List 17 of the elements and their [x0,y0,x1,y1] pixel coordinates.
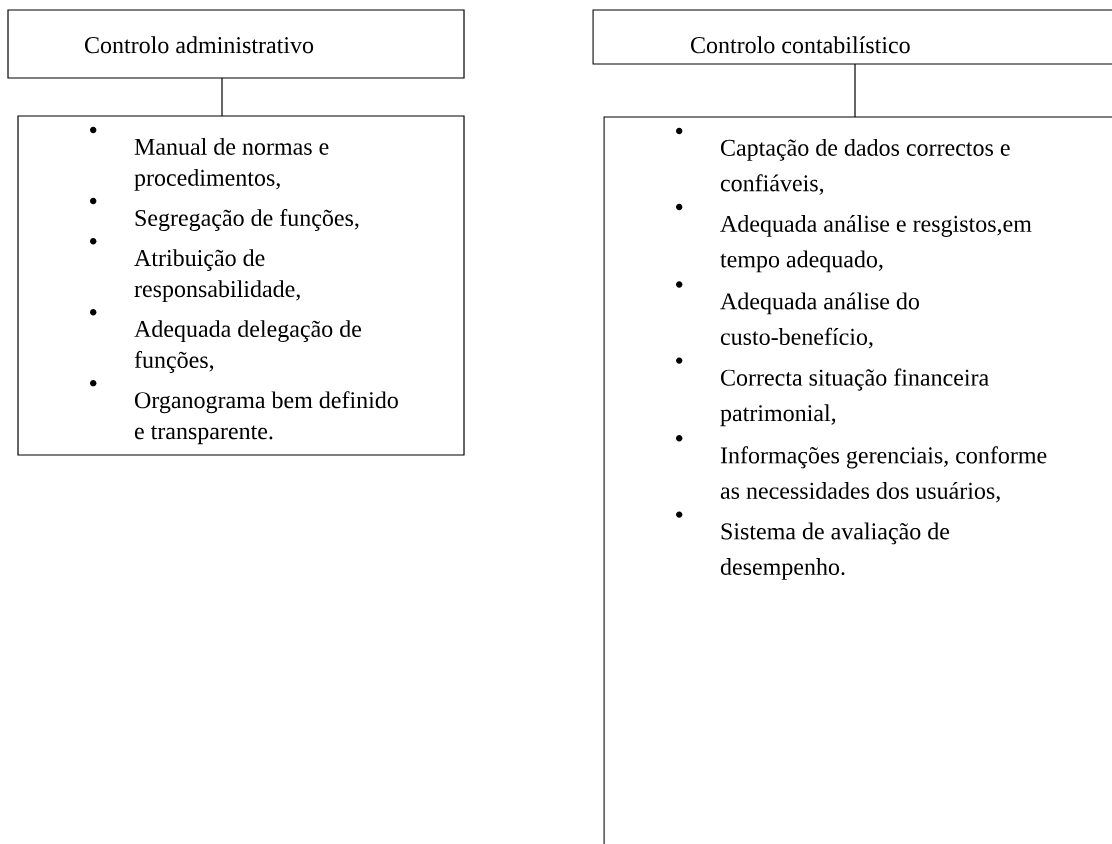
connector-line [854,63,856,118]
list-text: Adequada análise do custo-benefício, [720,292,919,349]
list-text: Captação de dados correctos e confiáveis, [720,139,1010,195]
heading-box: Controlo administrativo [7,9,465,79]
heading-box: Controlo contabilístico [592,9,1112,65]
list-text: Manual de normas e procedimentos, [134,138,329,191]
list-box [17,115,465,456]
list-text: Correcta situação financeira patrimonial, [720,368,989,427]
list-text: Atribuição de responsabilidade, [134,249,300,302]
list-box [603,116,1112,844]
list-text: Informações gerenciais, conforme as necessidades dos usuários, [720,446,1047,503]
list-text: Adequada delegação de funções, [134,320,362,373]
list-text: Adequada análise e resgistos,em tempo adequado, [720,215,1032,273]
list-text: Segregação de funções, [135,208,359,232]
list-text: Organograma bem definido e transparente. [134,391,398,445]
connector-line [221,77,223,117]
list-text: Sistema de avaliação de desempenho. [720,522,950,580]
